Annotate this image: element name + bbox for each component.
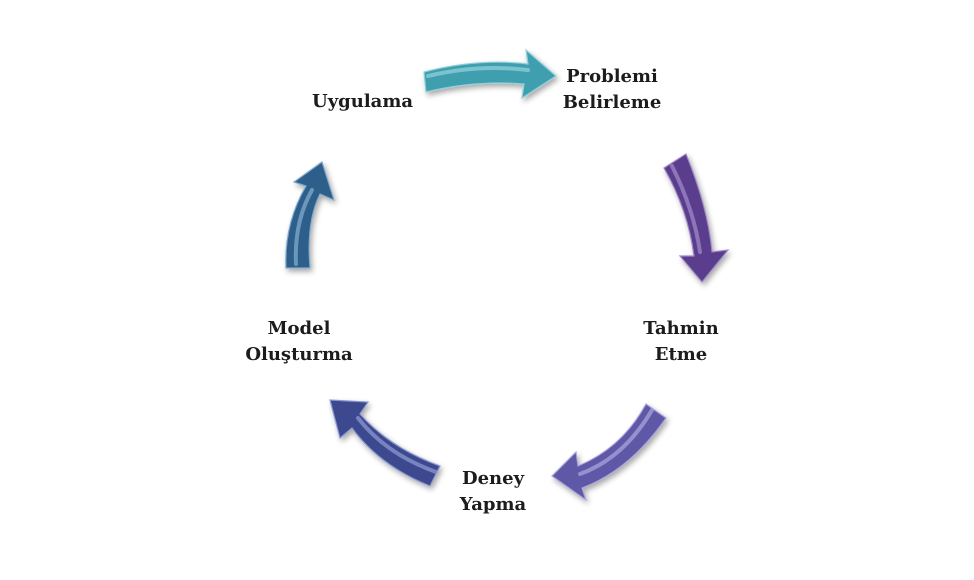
step-label-line: Deney — [438, 466, 548, 492]
step-label-line: Oluşturma — [234, 342, 364, 368]
arrow-tahmin-to-deney — [552, 404, 666, 500]
arrow-uygulama-to-problemi — [424, 50, 556, 98]
step-label-tahmin-etme: Tahmin Etme — [626, 316, 736, 368]
arrow-problemi-to-tahmin — [664, 154, 728, 282]
step-label-line: Etme — [626, 342, 736, 368]
step-label-problemi-belirleme: Problemi Belirleme — [552, 64, 672, 116]
arrow-deney-to-model — [330, 400, 440, 486]
step-label-line: Problemi — [552, 64, 672, 90]
step-label-uygulama: Uygulama — [312, 89, 413, 115]
step-label-line: Model — [234, 316, 364, 342]
step-label-deney-yapma: Deney Yapma — [438, 466, 548, 518]
arrow-model-to-uygulama — [286, 162, 334, 268]
step-label-line: Tahmin — [626, 316, 736, 342]
step-label-line: Yapma — [438, 492, 548, 518]
step-label-line: Belirleme — [552, 90, 672, 116]
step-label-line: Uygulama — [312, 89, 413, 115]
arrow-body — [286, 162, 334, 268]
step-label-model-olusturma: Model Oluşturma — [234, 316, 364, 368]
